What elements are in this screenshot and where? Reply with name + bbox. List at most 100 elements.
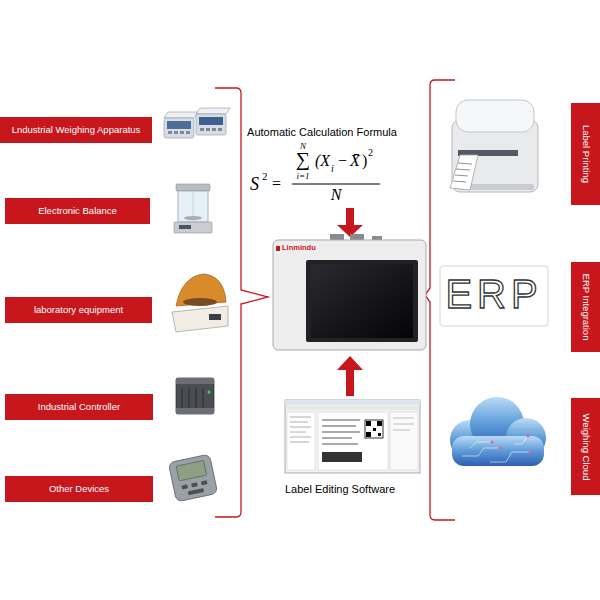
erp-logo-frame <box>440 266 548 326</box>
plc-icon <box>176 378 214 414</box>
weighing-cloud-icon-part <box>490 434 531 453</box>
moisture-analyzer-icon-part <box>209 314 221 320</box>
electronic-balance-icon-part <box>178 191 208 222</box>
software-screenshot-part <box>378 433 381 436</box>
section-caption: Label Editing Software <box>285 483 395 496</box>
up-arrow-part <box>337 356 363 370</box>
handheld-device-icon-part-part <box>168 454 217 502</box>
input-device-box: Industrial Controller <box>5 394 153 420</box>
weighing-indicator-icon-part <box>164 112 198 118</box>
software-screenshot-part <box>287 412 315 470</box>
handheld-device-icon <box>168 454 217 502</box>
label-printer-icon-part <box>453 181 466 182</box>
node-text: Weighing Cloud <box>580 413 591 480</box>
output-tab: Weighing Cloud <box>571 398 600 495</box>
software-screenshot-part <box>318 412 388 470</box>
software-screenshot-part <box>290 417 311 418</box>
weighing-indicator-icon-part <box>164 118 194 138</box>
formula-exponent: 2 <box>368 147 373 159</box>
software-screenshot-part <box>322 438 352 439</box>
software-screenshot-part <box>365 420 383 438</box>
formula-operator: = <box>272 175 281 193</box>
input-device-box: laboratory equipment <box>5 297 152 323</box>
input-device-box: Other Devices <box>5 476 153 502</box>
input-device-box: Lndustrial Weighing Apparatus <box>0 117 152 143</box>
software-screenshot-part <box>322 420 360 421</box>
node-text: ERP Integration <box>580 274 591 341</box>
weighing-indicator-icon-part <box>186 131 190 134</box>
weighing-cloud-icon-part <box>462 436 530 462</box>
software-screenshot-part <box>285 400 420 405</box>
handheld-device-icon-part <box>168 454 217 502</box>
plc-icon-part <box>176 408 214 414</box>
moisture-analyzer-icon-part <box>176 274 226 306</box>
up-arrow-part <box>346 370 354 396</box>
weighing-terminal <box>273 234 426 350</box>
software-screenshot-part <box>290 427 311 428</box>
label-printer-icon-part <box>455 175 468 176</box>
node-text: Industrial Controller <box>38 401 120 412</box>
formula-symbol: S <box>250 174 259 195</box>
erp-logo: ERP <box>445 271 542 317</box>
weighing-indicator-icon-part <box>200 128 204 131</box>
plc-icon-part <box>196 388 197 410</box>
plc-icon-part <box>203 388 204 410</box>
software-screenshot-part <box>373 428 376 431</box>
weighing-indicator-icon-part <box>196 108 230 114</box>
software-screenshot-part <box>322 444 358 445</box>
weighing-cloud-icon-part-part <box>514 436 528 444</box>
plc-icon-part <box>176 378 214 414</box>
formula-term: ) <box>362 152 367 170</box>
formula-limit: i=1 <box>296 171 309 181</box>
weighing-cloud-icon-part-part <box>490 440 493 443</box>
software-screenshot-part <box>366 432 371 437</box>
node-text: Lndustrial Weighing Apparatus <box>12 124 141 135</box>
electronic-balance-icon-part <box>176 184 210 191</box>
weighing-indicator-icon-part <box>199 117 223 125</box>
software-screenshot-part <box>290 432 306 433</box>
formula-term: X̄ <box>350 152 360 170</box>
weighing-indicator-icon-part <box>180 131 184 134</box>
label-printer-icon-part <box>456 100 534 132</box>
software-screenshot-part <box>393 418 414 419</box>
formula-operator: − <box>338 152 347 170</box>
weighing-cloud-icon <box>450 397 546 466</box>
software-screenshot-part <box>285 400 420 473</box>
weighing-cloud-icon-part-part <box>528 450 531 453</box>
moisture-analyzer-icon-part <box>183 298 217 306</box>
node-text: Label Printing <box>580 125 591 183</box>
handheld-device-icon-part-part <box>188 488 204 495</box>
node-text: Other Devices <box>49 483 109 494</box>
weighing-indicator-icon-part <box>174 131 178 134</box>
formula-subscript: i <box>331 163 334 175</box>
software-screenshot-part <box>393 424 414 425</box>
plc-icon-part <box>189 388 190 410</box>
plc-icon-part <box>176 378 214 384</box>
weighing-indicator-icon-part <box>167 121 191 129</box>
label-printer-icon <box>450 100 538 192</box>
software-screenshot-part <box>290 437 311 438</box>
weighing-terminal-part <box>273 240 426 350</box>
software-screenshot <box>285 400 420 473</box>
weighing-cloud-icon-part <box>450 397 546 466</box>
software-screenshot-part <box>286 406 419 410</box>
electronic-balance-icon-part <box>174 222 212 233</box>
weighing-indicator-icon-part <box>212 128 216 131</box>
label-printer-icon-part <box>450 155 478 190</box>
software-screenshot-part <box>366 421 371 426</box>
moisture-analyzer-icon-part <box>172 306 228 332</box>
software-screenshot-part <box>322 452 362 462</box>
weighing-cloud-icon-part-part <box>490 452 530 462</box>
software-screenshot-part <box>290 422 308 423</box>
weighing-terminal-part <box>276 246 280 251</box>
electronic-balance-icon <box>174 184 212 233</box>
electronic-balance-icon-part <box>179 225 191 229</box>
weighing-cloud-icon-part-part <box>452 436 544 466</box>
software-screenshot-part <box>290 442 309 443</box>
weighing-cloud-icon-part-part <box>470 442 492 448</box>
handheld-device-icon-part-part <box>181 484 188 489</box>
weighing-cloud-icon-part-part <box>526 434 529 437</box>
input-device-box: Electronic Balance <box>5 198 150 224</box>
label-printer-icon-part <box>458 163 472 164</box>
